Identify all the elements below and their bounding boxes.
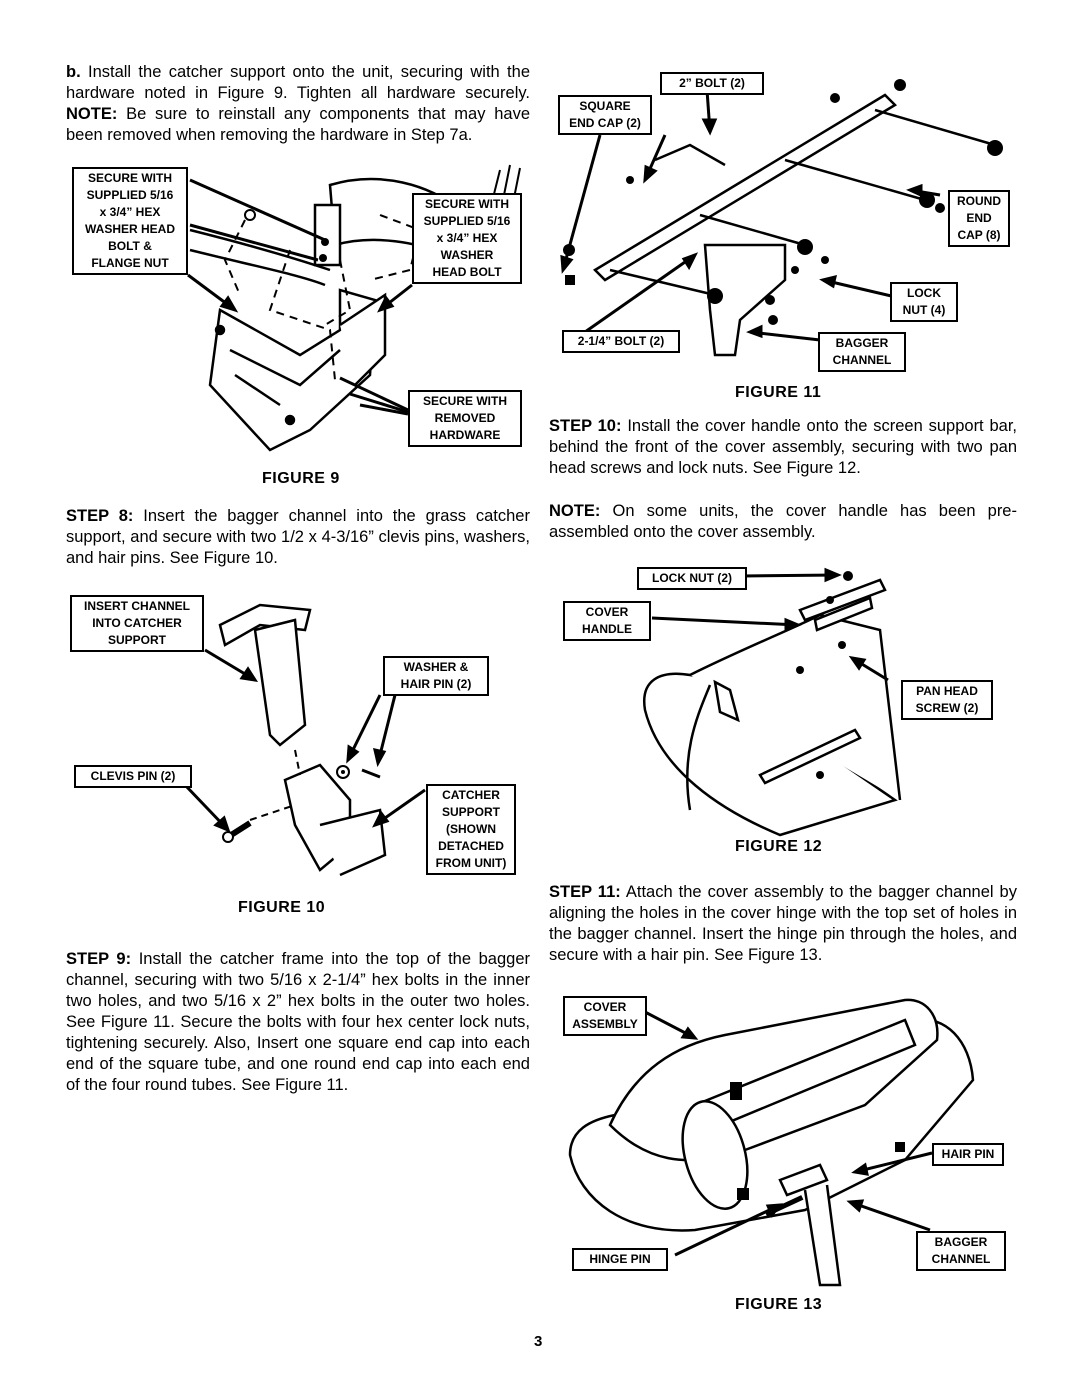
figure-13-caption: FIGURE 13 — [735, 1296, 823, 1313]
figure-9-illustration — [187, 164, 521, 452]
step-10-paragraph: STEP 10: Install the cover handle onto t… — [549, 416, 1017, 479]
figure-10-caption: FIGURE 10 — [238, 899, 326, 916]
step-9-text: Install the catcher frame into the top o… — [66, 950, 530, 1094]
fig13-label-hair-pin: HAIR PIN — [932, 1143, 1004, 1166]
step-8-lead: STEP 8: — [66, 507, 134, 525]
figure-9-caption: FIGURE 9 — [262, 470, 340, 487]
step-11-text: Attach the cover assembly to the bagger … — [549, 883, 1017, 964]
fig12-label-lock-nut: LOCK NUT (2) — [637, 567, 747, 590]
step-10-note: NOTE: On some units, the cover handle ha… — [549, 501, 1017, 543]
step-10-lead: STEP 10: — [549, 417, 622, 435]
fig11-label-2-1-4in-bolt: 2-1/4” BOLT (2) — [562, 330, 680, 353]
step-7b-note-lead: NOTE: — [66, 105, 118, 123]
fig13-label-hinge-pin: HINGE PIN — [572, 1248, 668, 1271]
fig11-label-2in-bolt: 2” BOLT (2) — [660, 72, 764, 95]
step-7b-note-text: Be sure to reinstall any components that… — [66, 105, 530, 144]
figure-13-illustration — [568, 998, 975, 1287]
step-10-note-text: On some units, the cover handle has been… — [549, 502, 1017, 541]
step-11-lead: STEP 11: — [549, 883, 621, 901]
fig10-label-washer-hair-pin: WASHER &HAIR PIN (2) — [383, 656, 489, 696]
figure-12-illustration — [642, 567, 902, 837]
fig10-label-clevis-pin: CLEVIS PIN (2) — [74, 765, 192, 788]
step-7b-text: Install the catcher support onto the uni… — [66, 63, 530, 102]
page-number: 3 — [534, 1333, 543, 1350]
step-11-paragraph: STEP 11: Attach the cover assembly to th… — [549, 882, 1017, 966]
step-9-paragraph: STEP 9: Install the catcher frame into t… — [66, 949, 530, 1096]
figure-10-illustration — [183, 603, 426, 877]
step-7b-lead: b. — [66, 63, 81, 81]
step-8-text: Insert the bagger channel into the grass… — [66, 507, 530, 567]
step-10-text: Install the cover handle onto the screen… — [549, 417, 1017, 477]
step-9-lead: STEP 9: — [66, 950, 132, 968]
step-10-note-lead: NOTE: — [549, 502, 601, 520]
step-8-paragraph: STEP 8: Insert the bagger channel into t… — [66, 506, 530, 569]
figure-12-caption: FIGURE 12 — [735, 838, 823, 855]
figure-11-illustration — [560, 79, 1003, 357]
step-7b-paragraph: b. Install the catcher support onto the … — [66, 62, 530, 146]
figure-11-caption: FIGURE 11 — [735, 384, 822, 401]
